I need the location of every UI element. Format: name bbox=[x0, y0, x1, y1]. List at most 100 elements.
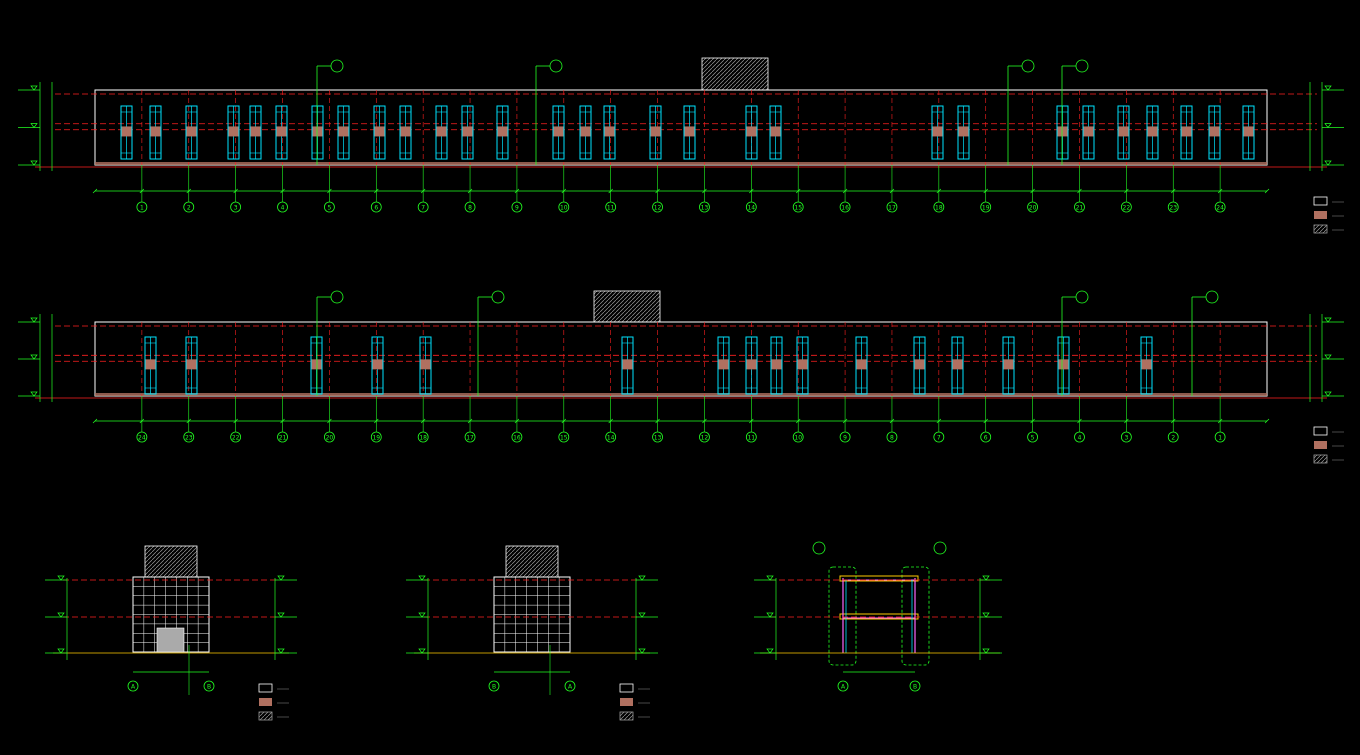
axis-bubble-label: 11 bbox=[747, 435, 755, 442]
roof-hatch-box bbox=[505, 545, 559, 578]
window-unit-spandrel bbox=[771, 359, 782, 370]
window-unit-spandrel bbox=[338, 126, 349, 137]
dimension-tick bbox=[702, 418, 707, 424]
axis-bubble-circle bbox=[792, 201, 804, 213]
axis-bubble-circle bbox=[933, 431, 945, 443]
window-unit-spandrel bbox=[186, 359, 197, 370]
axis-bubble-circle bbox=[136, 431, 148, 443]
dimension-tick bbox=[936, 418, 942, 424]
dimension-tick bbox=[1124, 418, 1129, 424]
axis-bubble-circle bbox=[183, 201, 195, 213]
window-unit-spandrel bbox=[312, 126, 323, 137]
axis-bubble-circle bbox=[980, 431, 992, 443]
window-unit-spandrel bbox=[622, 359, 633, 370]
level-marker bbox=[57, 612, 65, 618]
dimension-tick bbox=[1170, 418, 1176, 424]
legend-swatch bbox=[259, 698, 272, 706]
window-unit-spandrel bbox=[374, 126, 385, 137]
level-marker bbox=[277, 575, 285, 581]
axis-bubble-circle bbox=[652, 201, 663, 213]
dimension-tick bbox=[327, 418, 332, 424]
roof-hatch-box bbox=[144, 545, 198, 578]
dimension-tick bbox=[420, 188, 426, 194]
dimension-tick bbox=[889, 418, 895, 424]
window-unit-spandrel bbox=[650, 126, 661, 137]
axis-bubble-circle bbox=[277, 201, 288, 213]
dimension-tick bbox=[1264, 418, 1270, 424]
window-unit-spandrel bbox=[856, 359, 867, 370]
window-unit-spandrel bbox=[276, 126, 287, 137]
axis-bubble-circle bbox=[1214, 431, 1226, 443]
axis-bubble-circle bbox=[886, 431, 898, 443]
axis-bubble-circle bbox=[909, 680, 921, 692]
dimension-tick bbox=[702, 188, 707, 194]
dimension-tick bbox=[1217, 418, 1223, 424]
dimension-tick bbox=[842, 418, 848, 424]
axis-bubble-circle bbox=[792, 431, 804, 443]
window-unit-spandrel bbox=[1181, 126, 1192, 137]
axis-bubble-label: 5 bbox=[327, 205, 331, 212]
axis-bubble-circle bbox=[745, 431, 757, 443]
callout-circle bbox=[933, 541, 947, 555]
callout-circle bbox=[1075, 290, 1089, 304]
dimension-tick bbox=[655, 418, 660, 424]
dimension-tick bbox=[139, 188, 145, 194]
axis-bubble-circle bbox=[699, 431, 710, 443]
axis-bubble-label: 13 bbox=[654, 435, 662, 442]
axis-bubble-label: A bbox=[131, 684, 136, 691]
dimension-tick bbox=[374, 188, 379, 194]
axis-bubble-circle bbox=[323, 201, 335, 213]
axis-bubble-circle bbox=[1120, 201, 1132, 213]
roof-hatch-box bbox=[593, 290, 661, 323]
legend-swatch bbox=[619, 711, 634, 721]
window-unit-spandrel bbox=[746, 359, 757, 370]
legend-swatch bbox=[1314, 441, 1327, 449]
legend-swatch bbox=[258, 711, 273, 721]
legend-swatch bbox=[1313, 454, 1328, 464]
axis-bubble-label: 11 bbox=[607, 205, 615, 212]
window-unit-spandrel bbox=[145, 359, 156, 370]
roof-hatch-box bbox=[701, 57, 769, 91]
dimension-tick bbox=[280, 188, 285, 194]
axis-bubble-label: 14 bbox=[747, 205, 755, 212]
axis-bubble-label: 24 bbox=[1216, 205, 1224, 212]
axis-bubble-circle bbox=[839, 431, 851, 443]
grade-strip bbox=[95, 162, 1267, 165]
window-unit-spandrel bbox=[150, 126, 161, 137]
building-outline bbox=[94, 321, 1268, 397]
axis-bubble-label: 6 bbox=[374, 205, 378, 212]
dimension-tick bbox=[936, 188, 942, 194]
axis-bubble-circle bbox=[1167, 431, 1179, 443]
callout-circle bbox=[1021, 59, 1035, 73]
axis-bubble-circle bbox=[230, 431, 242, 443]
axis-bubble-circle bbox=[558, 201, 570, 213]
window-unit-spandrel bbox=[436, 126, 447, 137]
dimension-tick bbox=[1264, 188, 1270, 194]
window-unit-spandrel bbox=[1057, 126, 1068, 137]
callout-circle bbox=[549, 59, 563, 73]
legend-swatch bbox=[258, 683, 273, 693]
axis-bubble-label: 8 bbox=[468, 205, 472, 212]
axis-bubble-circle bbox=[370, 201, 382, 213]
dimension-tick bbox=[233, 418, 238, 424]
dimension-tick bbox=[233, 188, 238, 194]
axis-bubble-label: 20 bbox=[326, 435, 334, 442]
axis-bubble-label: 9 bbox=[843, 435, 847, 442]
callout-circle bbox=[491, 290, 505, 304]
level-marker bbox=[766, 575, 774, 581]
dimension-tick bbox=[795, 188, 801, 194]
window-unit-spandrel bbox=[420, 359, 431, 370]
dimension-tick bbox=[186, 418, 192, 424]
level-marker bbox=[638, 575, 646, 581]
window-unit-spandrel bbox=[604, 126, 615, 137]
axis-bubble-label: 4 bbox=[281, 205, 285, 212]
dimension-tick bbox=[983, 188, 988, 194]
window-unit-spandrel bbox=[400, 126, 411, 137]
axis-bubble-circle bbox=[1120, 431, 1132, 443]
axis-bubble-label: A bbox=[568, 684, 573, 691]
level-marker bbox=[30, 123, 38, 129]
callout-circle bbox=[1075, 59, 1089, 73]
legend-swatch bbox=[1314, 211, 1327, 219]
